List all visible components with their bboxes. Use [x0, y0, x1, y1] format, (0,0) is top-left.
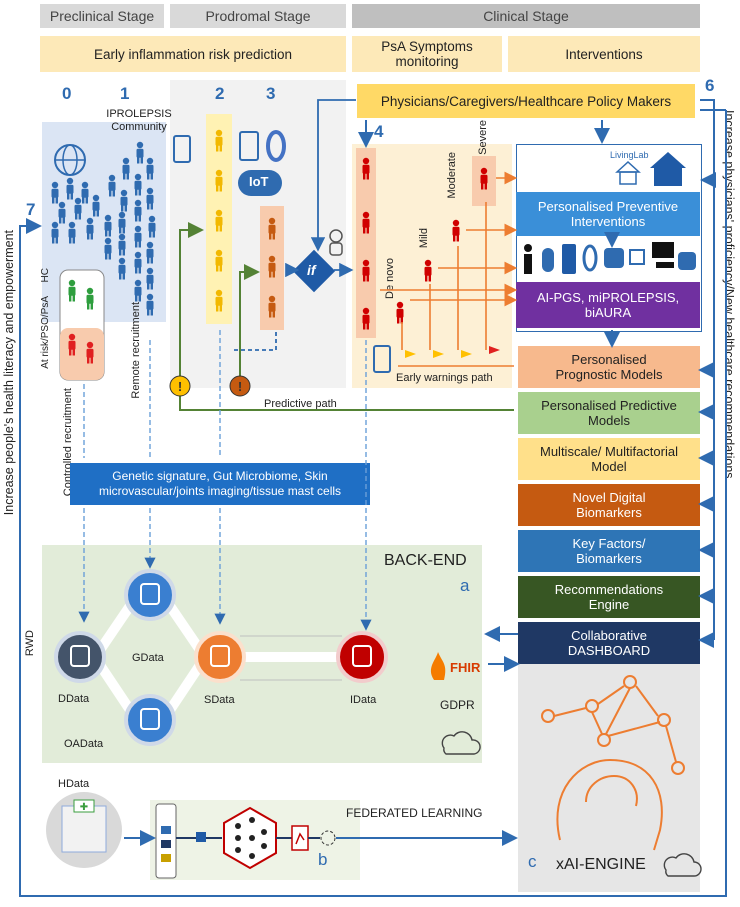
xai-label: xAI-ENGINE [556, 856, 646, 873]
cloud-icon [441, 731, 481, 755]
federated-learning-graphic [155, 803, 336, 879]
stage-preclinical: Preclinical Stage [40, 4, 164, 28]
number-2: 2 [215, 84, 225, 103]
number-3: 3 [266, 84, 276, 103]
model-box: Recommendations Engine [518, 576, 700, 618]
fhir-flame-icon [430, 652, 446, 680]
model-box: Key Factors/ Biomarkers [518, 530, 700, 572]
header-psa-symptoms: PsA Symptoms monitoring [352, 36, 502, 72]
warning-flags [405, 346, 500, 358]
computer-icon [652, 242, 674, 268]
federated-label: FEDERATED LEARNING [346, 806, 483, 820]
sdata-database-icon [194, 631, 246, 683]
house-icon-solid [650, 152, 686, 186]
svg-text:!: ! [238, 379, 242, 394]
stage-prodromal: Prodromal Stage [170, 4, 346, 28]
svg-text:✚: ✚ [80, 802, 88, 813]
right-feedback-lines [698, 99, 716, 648]
gdata-label: GData [132, 652, 164, 664]
sdata-label: SData [204, 694, 235, 706]
model-box: Novel Digital Biomarkers [518, 484, 700, 526]
number-7: 7 [26, 200, 36, 219]
model-box: Collaborative DASHBOARD [518, 622, 700, 664]
phone-icon-clinical [373, 345, 391, 373]
gdpr-label: GDPR [440, 698, 475, 712]
red-column [356, 148, 376, 338]
number-4: 4 [374, 122, 384, 141]
header-early-inflammation: Early inflammation risk prediction [40, 36, 346, 72]
iot-label: IoT [249, 174, 269, 189]
xai-cloud-icon [663, 853, 702, 877]
xai-brain-network-icon [541, 675, 685, 851]
physicians-bar: Physicians/Caregivers/Healthcare Policy … [357, 84, 695, 118]
ai-pgs-box: AI-PGS, miPROLEPSIS, biAURA [516, 282, 700, 328]
stage-clinical: Clinical Stage [352, 4, 700, 28]
orange-arrows [380, 171, 518, 367]
letter-c: c [528, 852, 537, 871]
hdata-label: HData [58, 778, 90, 790]
personalised-preventive-box: Personalised Preventive Interventions [516, 192, 700, 236]
dashed-data-connectors [78, 330, 372, 631]
warning-icon-yellow [169, 375, 191, 397]
number-6: 6 [705, 76, 715, 95]
globe-icon [54, 144, 86, 176]
dashboard-backend-arrows [484, 626, 520, 672]
bracelet-icon [582, 244, 598, 272]
backend-connections [95, 603, 342, 713]
predictive-path-lines [179, 222, 514, 411]
oadata-database-icon [124, 694, 176, 746]
physician-arrows [358, 120, 620, 348]
backend-title: BACK-END [384, 552, 467, 569]
iot-cloud [238, 170, 282, 196]
predictive-path-label: Predictive path [264, 398, 337, 410]
idata-label: IData [350, 694, 377, 706]
pill-icon [542, 248, 554, 272]
doctor-icon [329, 229, 343, 256]
number-1: 1 [120, 84, 130, 103]
model-box: Personalised Prognostic Models [518, 346, 700, 388]
tablet-icon [239, 131, 259, 161]
at-risk-group-box [60, 328, 104, 380]
letter-a: a [460, 576, 470, 595]
if-flow-arrows [232, 99, 356, 351]
community-label: IPROLEPSIS Community [106, 108, 172, 133]
early-warnings-label: Early warnings path [396, 372, 493, 384]
oadata-label: OAData [64, 738, 104, 750]
livinglab-label: LivingLab [610, 150, 649, 160]
red-people [362, 157, 460, 330]
number-0: 0 [62, 84, 72, 103]
smartphone-icon [562, 244, 576, 274]
if-label: if [307, 262, 316, 278]
left-feedback-loop [19, 109, 727, 897]
gdata-database-icon [124, 569, 176, 621]
chip-icon [629, 249, 645, 265]
letter-b: b [318, 850, 328, 869]
ddata-database-icon [54, 631, 106, 683]
sleep-icon [678, 252, 696, 270]
phone-icon [173, 135, 191, 163]
exercise-icon [524, 244, 532, 274]
house-icon-outline [615, 160, 641, 185]
warning-icon-orange [229, 375, 251, 397]
iot-device-icon [604, 248, 624, 268]
idata-database-icon [336, 631, 388, 683]
ddata-label: DData [58, 693, 90, 705]
model-box: Multiscale/ Multifactorial Model [518, 438, 700, 480]
header-interventions: Interventions [508, 36, 700, 72]
genetic-signature-bar: Genetic signature, Gut Microbiome, Skin … [70, 463, 370, 505]
fhir-label: FHIR [450, 660, 481, 675]
svg-text:!: ! [178, 379, 182, 394]
model-box: Personalised Predictive Models [518, 392, 700, 434]
hospital-icon: ✚ [46, 792, 122, 868]
ring-icon [266, 130, 286, 162]
